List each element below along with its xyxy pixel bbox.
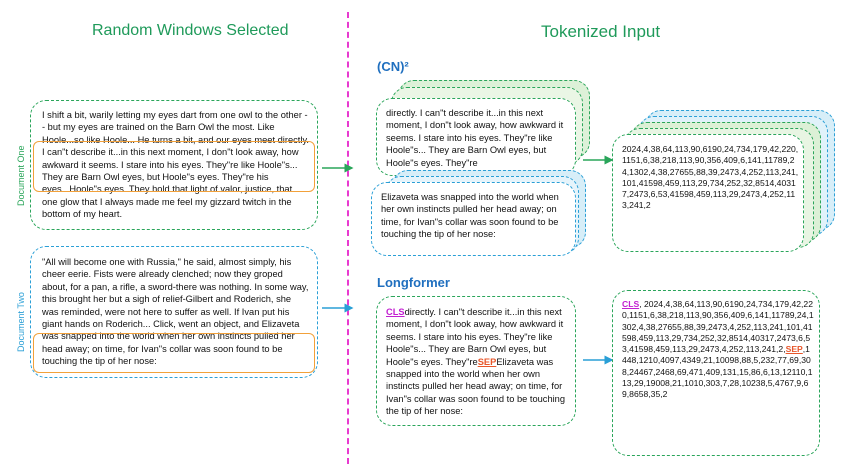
document-one-window-highlight	[33, 141, 315, 192]
document-one-text: I shift a bit, warily letting my eyes da…	[42, 110, 309, 220]
longformer-heading: Longformer	[377, 275, 450, 290]
longformer-text-box: CLSdirectly. I can"t describe it...in th…	[376, 296, 576, 426]
longformer-part-one: directly. I can"t describe it...in this …	[386, 307, 564, 367]
document-two-box: "All will become one with Russia," he sa…	[30, 246, 318, 378]
cn2-heading: (CN)²	[377, 59, 409, 74]
tokens-cls-token: CLS	[622, 299, 640, 309]
cn2-window-one-text: directly. I can"t describe it...in this …	[386, 108, 564, 168]
cn2-window-one: directly. I can"t describe it...in this …	[376, 98, 576, 176]
document-one-box: I shift a bit, warily letting my eyes da…	[30, 100, 318, 230]
sep-token: SEP	[477, 356, 497, 367]
tokens-sep-token: SEP	[785, 344, 803, 355]
cn2-window-two: Elizaveta was snapped into the world whe…	[371, 182, 576, 256]
longformer-tokens-text: CLS, 2024,4,38,64,113,90,6190,24,734,179…	[622, 299, 814, 401]
cn2-window-two-text: Elizaveta was snapped into the world whe…	[381, 192, 559, 240]
longformer-tokens-box: CLS, 2024,4,38,64,113,90,6190,24,734,179…	[612, 290, 820, 456]
cls-token: CLS	[386, 307, 405, 317]
tokens-part-two: ,1448,1210,4097,4349,21,10098,88,5,232,7…	[622, 344, 813, 400]
longformer-text: CLSdirectly. I can"t describe it...in th…	[386, 306, 572, 418]
left-heading: Random Windows Selected	[92, 22, 289, 39]
document-two-window-highlight	[33, 333, 315, 373]
cn2-tokens-text: 2024,4,38,64,113,90,6190,24,734,179,42,2…	[622, 144, 799, 211]
cn2-tokens-box: 2024,4,38,64,113,90,6190,24,734,179,42,2…	[612, 134, 804, 252]
document-two-text: "All will become one with Russia," he sa…	[42, 257, 309, 367]
right-heading: Tokenized Input	[541, 22, 661, 41]
center-divider	[347, 12, 349, 464]
tokens-part-one: , 2024,4,38,64,113,90,6190,24,734,179,42…	[622, 299, 814, 355]
longformer-part-two: Elizaveta was snapped into the world whe…	[386, 356, 566, 417]
